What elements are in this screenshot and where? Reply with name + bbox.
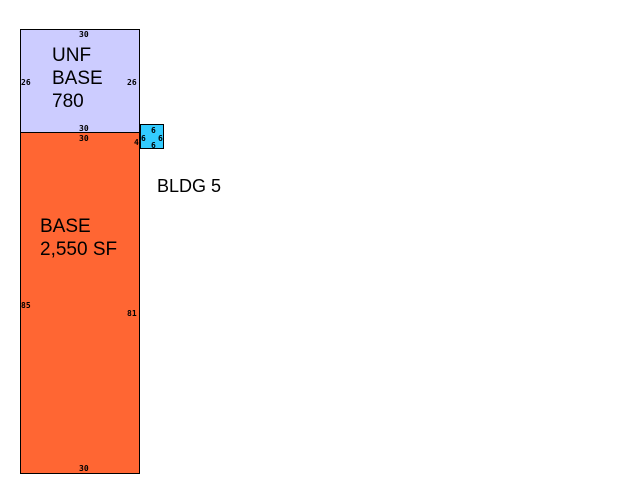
- small-dim-offset: 4: [134, 138, 139, 147]
- basement-label: BASE 2,550 SF: [40, 215, 117, 261]
- base-dim-bottom: 30: [79, 464, 89, 473]
- small-square-area: [140, 124, 164, 149]
- unf-dim-right: 26: [127, 78, 137, 87]
- unf-label-line1: UNF: [52, 45, 92, 66]
- base-dim-right: 81: [127, 309, 137, 318]
- basement-area: [20, 132, 140, 474]
- unfinished-basement-label: UNF BASE 780: [52, 44, 103, 113]
- unfinished-basement-area: [20, 29, 140, 133]
- unf-dim-top: 30: [79, 30, 89, 39]
- small-dim-right: 6: [158, 134, 163, 143]
- base-dim-left: 85: [21, 301, 31, 310]
- small-dim-bottom: 6: [151, 141, 156, 150]
- unf-label-line3: 780: [52, 91, 84, 112]
- base-label-line2: 2,550 SF: [40, 239, 118, 260]
- small-dim-left: 6: [141, 134, 146, 143]
- small-dim-top: 6: [151, 126, 156, 135]
- unf-label-line2: BASE: [52, 68, 103, 89]
- base-dim-top: 30: [79, 134, 89, 143]
- unf-dim-bottom: 30: [79, 124, 89, 133]
- building-label: BLDG 5: [157, 176, 222, 196]
- base-label-line1: BASE: [40, 216, 91, 237]
- unf-dim-left: 26: [21, 78, 31, 87]
